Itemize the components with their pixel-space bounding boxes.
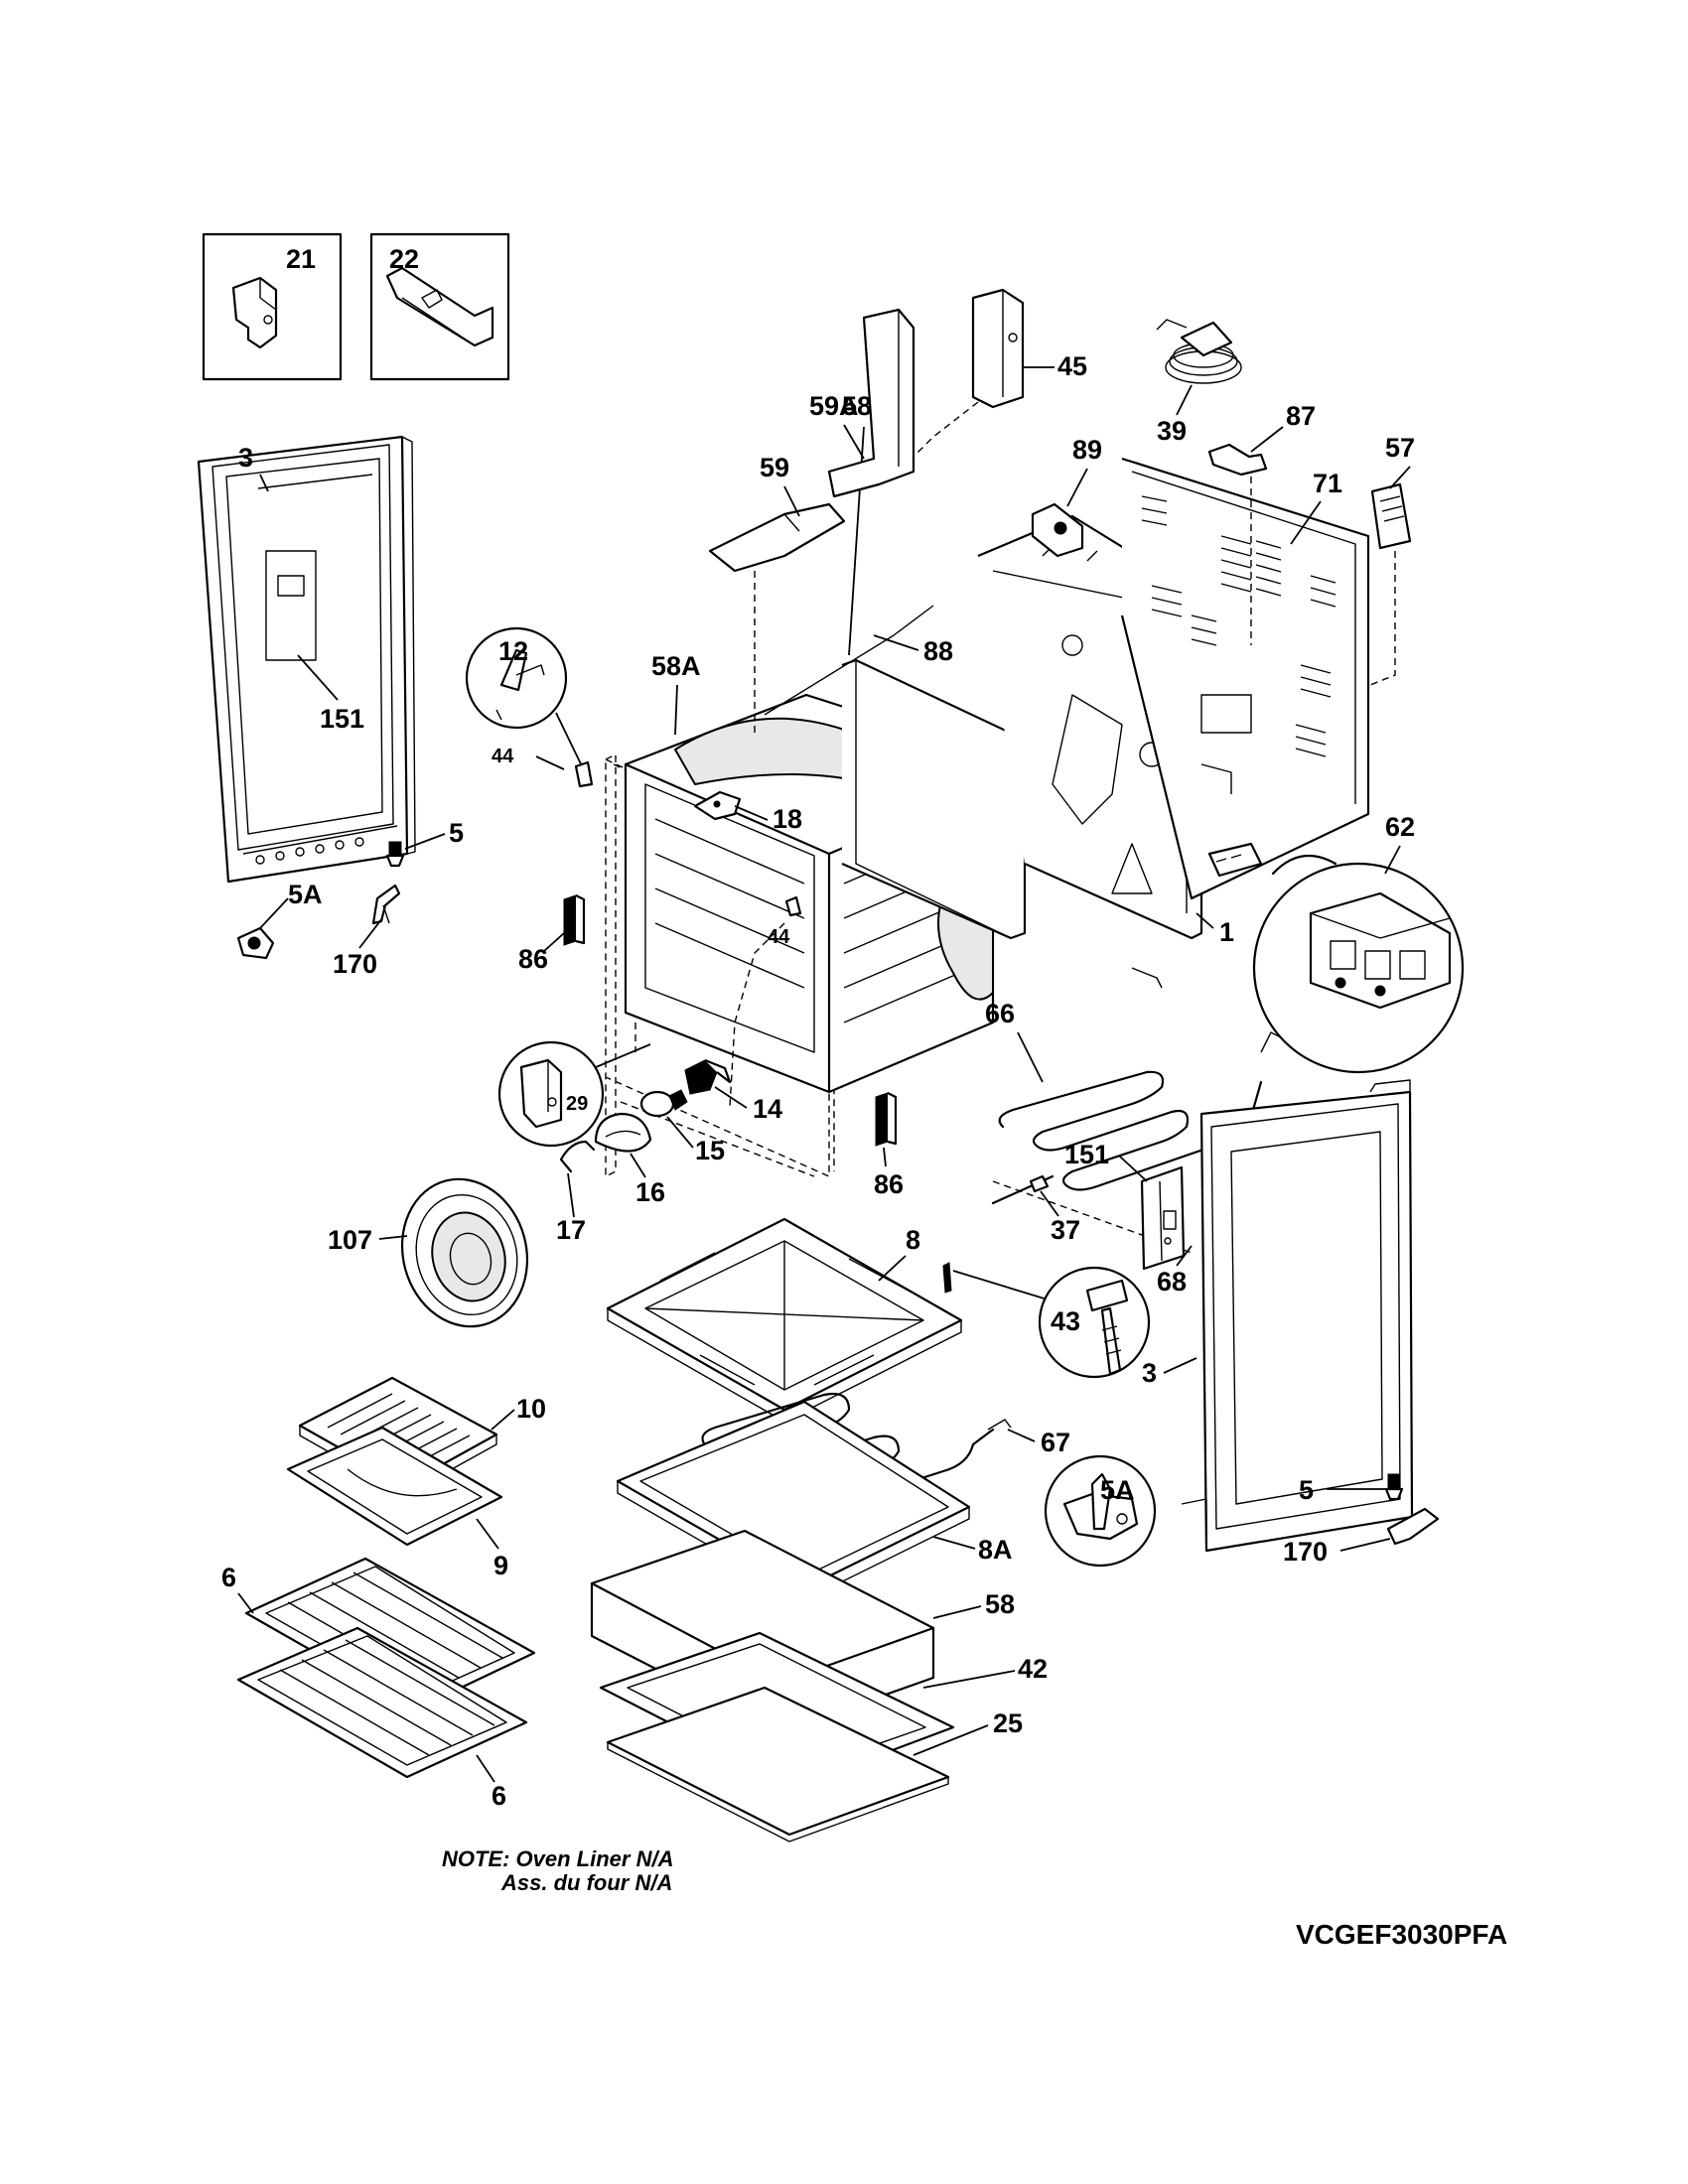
label-42: 42 bbox=[1018, 1654, 1048, 1684]
hinge-screw-left bbox=[385, 841, 405, 868]
label-89: 89 bbox=[1072, 435, 1102, 465]
oven-door-right bbox=[1181, 1079, 1414, 1553]
cover-57 bbox=[1370, 482, 1412, 550]
label-151-right: 151 bbox=[1064, 1140, 1109, 1169]
label-43: 43 bbox=[1051, 1306, 1080, 1336]
label-18: 18 bbox=[773, 804, 802, 834]
label-17: 17 bbox=[556, 1215, 586, 1245]
label-58: 58 bbox=[985, 1589, 1015, 1619]
label-62: 62 bbox=[1385, 812, 1415, 842]
label-8A: 8A bbox=[978, 1535, 1013, 1565]
label-44-left: 44 bbox=[492, 746, 514, 767]
label-68: 68 bbox=[1157, 1267, 1187, 1297]
label-8: 8 bbox=[906, 1225, 920, 1255]
label-10: 10 bbox=[516, 1394, 546, 1424]
panel-25 bbox=[606, 1686, 950, 1843]
label-107: 107 bbox=[328, 1225, 372, 1255]
lamp-bulb-15 bbox=[639, 1089, 688, 1118]
oven-door-left bbox=[197, 435, 416, 884]
note-line-1: NOTE: Oven Liner N/A bbox=[442, 1846, 673, 1871]
rear-cover-71 bbox=[1120, 457, 1370, 900]
bake-element-66 bbox=[998, 967, 1282, 1191]
label-45: 45 bbox=[1057, 351, 1087, 381]
label-9: 9 bbox=[493, 1551, 508, 1580]
screw-44-left bbox=[574, 760, 594, 788]
label-88: 88 bbox=[923, 636, 953, 666]
label-44-center: 44 bbox=[768, 926, 790, 948]
hinge-receptacle-left bbox=[236, 926, 275, 960]
label-86-left: 86 bbox=[518, 944, 548, 974]
leader-45 bbox=[913, 401, 979, 458]
sensor-12-detail bbox=[465, 626, 568, 730]
note-line-2: Ass. du four N/A bbox=[500, 1870, 672, 1895]
bottom-panel-8 bbox=[606, 1217, 963, 1423]
model-number: VCGEF3030PFA bbox=[1296, 1919, 1507, 1950]
wire-88 bbox=[764, 605, 934, 716]
label-5-right: 5 bbox=[1299, 1475, 1314, 1505]
duct-45 bbox=[971, 288, 1025, 409]
label-6-top: 6 bbox=[221, 1563, 236, 1592]
label-67: 67 bbox=[1041, 1428, 1070, 1457]
bracket-151-right bbox=[1140, 1165, 1186, 1271]
label-15: 15 bbox=[695, 1136, 725, 1165]
label-22: 22 bbox=[389, 244, 419, 274]
label-66: 66 bbox=[985, 999, 1015, 1028]
label-37: 37 bbox=[1051, 1215, 1080, 1245]
terminal-block-62-detail bbox=[1207, 842, 1465, 1074]
broil-pan-9 bbox=[286, 1426, 503, 1547]
label-87: 87 bbox=[1286, 401, 1316, 431]
screw-43-detail bbox=[1038, 1266, 1151, 1379]
lamp-lens-16 bbox=[594, 1112, 652, 1153]
label-170-left: 170 bbox=[333, 949, 377, 979]
label-21: 21 bbox=[286, 244, 316, 274]
inset-part-22: 22 bbox=[369, 232, 510, 381]
lamp-wire-17 bbox=[559, 1140, 596, 1173]
oven-rack-lower bbox=[236, 1626, 528, 1779]
duct-59 bbox=[708, 502, 846, 573]
hinge-right bbox=[1386, 1507, 1440, 1546]
probe-37 bbox=[991, 1174, 1055, 1205]
bracket-89 bbox=[1031, 502, 1084, 558]
hinge-left bbox=[371, 884, 401, 925]
label-25: 25 bbox=[993, 1708, 1023, 1738]
label-3-right: 3 bbox=[1142, 1358, 1157, 1388]
screw-43-small bbox=[942, 1262, 952, 1294]
label-6-bottom: 6 bbox=[492, 1781, 506, 1811]
inset-part-21: 21 bbox=[202, 232, 343, 381]
label-39: 39 bbox=[1157, 416, 1187, 446]
label-59A: 59A bbox=[809, 391, 859, 421]
label-14: 14 bbox=[753, 1094, 782, 1124]
label-86-right: 86 bbox=[874, 1169, 904, 1199]
switch-29-detail bbox=[497, 1040, 651, 1148]
insulation-58b bbox=[841, 658, 1027, 940]
label-29: 29 bbox=[566, 1093, 588, 1115]
screw-44-center bbox=[784, 895, 802, 917]
label-12: 12 bbox=[498, 636, 528, 666]
label-5A-right: 5A bbox=[1100, 1475, 1135, 1505]
bracket-86-right bbox=[875, 1092, 898, 1147]
leader-57-down bbox=[1369, 551, 1396, 686]
lamp-socket-14 bbox=[684, 1058, 732, 1095]
plate-87 bbox=[1207, 443, 1268, 477]
label-3-left: 3 bbox=[238, 443, 253, 473]
power-cord-39 bbox=[1156, 319, 1242, 384]
label-1: 1 bbox=[1219, 917, 1234, 947]
label-5A-left: 5A bbox=[288, 880, 323, 909]
hinge-screw-right bbox=[1384, 1473, 1404, 1501]
label-57: 57 bbox=[1385, 433, 1415, 463]
label-59: 59 bbox=[760, 453, 789, 482]
label-170-right: 170 bbox=[1283, 1537, 1328, 1567]
label-5-left: 5 bbox=[449, 818, 464, 848]
duct-59A bbox=[827, 308, 915, 498]
label-71: 71 bbox=[1313, 469, 1342, 498]
fan-shield-107 bbox=[400, 1177, 529, 1328]
hinge-receptacle-5A-detail bbox=[1044, 1454, 1157, 1568]
label-16: 16 bbox=[635, 1177, 665, 1207]
label-151-left: 151 bbox=[320, 704, 364, 734]
bracket-86-left bbox=[563, 894, 586, 946]
leader-44-down bbox=[729, 922, 785, 1108]
label-58A: 58A bbox=[651, 651, 701, 681]
